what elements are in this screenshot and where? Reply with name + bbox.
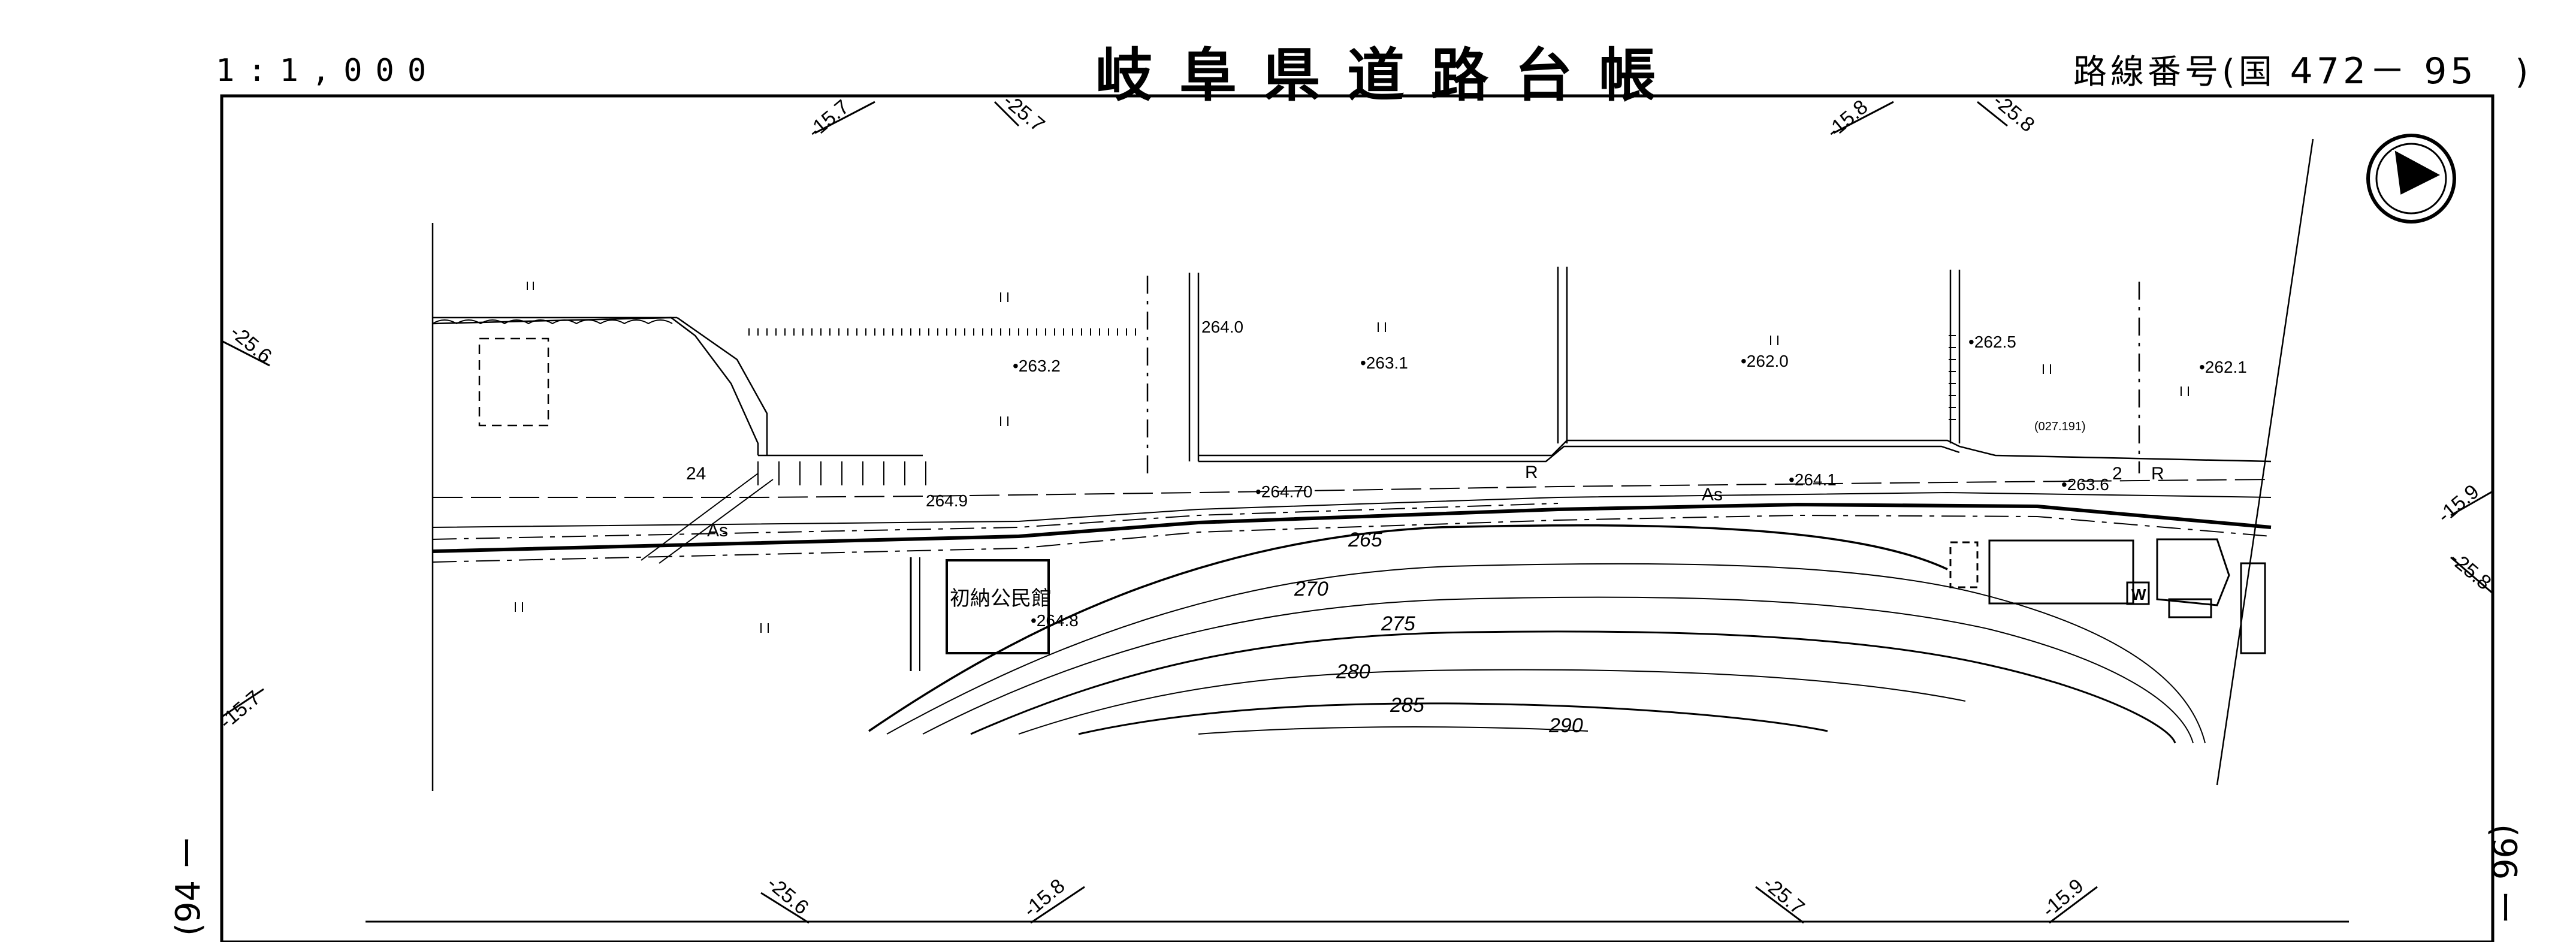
grid-mark-bottom-4: -15.9 — [2038, 874, 2088, 922]
contour-275: 275 — [1381, 612, 1415, 635]
route-close: ) — [2515, 53, 2532, 92]
elevation-264-9: 264.9 — [926, 491, 968, 510]
map-frame — [220, 94, 2495, 942]
r-mark-2: R — [2151, 464, 2164, 484]
page-title: 岐阜県道路台帳 — [1095, 41, 1683, 109]
contour-290: 290 — [1548, 714, 1583, 737]
contour-265: 265 — [1348, 529, 1382, 551]
elevation-263-2: •263.2 — [1013, 357, 1061, 375]
contour-285: 285 — [1390, 694, 1424, 717]
road-prefecture-472 — [432, 473, 2272, 564]
elevation-264-1: •264.1 — [1789, 470, 1837, 489]
lane-count: 2 — [2112, 464, 2122, 484]
elevation-262-0: •262.0 — [1741, 352, 1789, 370]
map-scale: 1:1,000 — [216, 53, 440, 89]
elevation-263-1: •263.1 — [1360, 354, 1408, 372]
field-symbols — [515, 282, 2189, 633]
grid-mark-right-2: -25.8 — [2445, 547, 2496, 594]
survey-area — [431, 138, 2314, 791]
km-post: 24 — [686, 464, 706, 484]
grid-mark-bottom-3: -25.7 — [1759, 872, 1809, 919]
road-labels: As As 24 R R 2 (027.191) — [686, 420, 2164, 541]
building-community-hall — [910, 557, 1050, 671]
fence-ticks — [748, 328, 1956, 485]
route-number-value: 472－ 95 — [2290, 50, 2477, 92]
elevation-points: •263.2 264.0 •263.1 •262.0 •262.5 •262.1… — [926, 318, 2247, 630]
contour-270: 270 — [1294, 578, 1328, 600]
grid-mark-top-1: -15.7 — [804, 95, 854, 143]
elevation-262-1: •262.1 — [2199, 358, 2247, 376]
surface-as-2: As — [1702, 485, 1723, 505]
contour-280: 280 — [1336, 660, 1370, 683]
grid-mark-top-3: -15.8 — [1822, 95, 1873, 143]
grid-ticks — [222, 101, 2493, 924]
north-arrow-icon — [2366, 134, 2456, 224]
building-w-mark: W — [2131, 585, 2146, 603]
elevation-262-5: •262.5 — [1968, 333, 2016, 351]
contour-lines — [868, 524, 2206, 744]
contour-labels: 265 270 275 280 285 290 — [1294, 529, 1583, 737]
buildings-right — [1949, 538, 2266, 654]
elevation-264-70: •264.70 — [1255, 482, 1312, 501]
surface-as-1: As — [707, 521, 728, 541]
route-number: 路線番号(国 472－ 95 ) — [2073, 42, 2532, 94]
route-label: 路線番号(国 — [2073, 53, 2276, 92]
grid-mark-bottom-1: -25.6 — [763, 872, 813, 919]
survey-point: (027.191) — [2034, 420, 2086, 433]
elevation-264-8: •264.8 — [1031, 611, 1079, 630]
grid-mark-left-1: -25.6 — [226, 321, 276, 368]
elevation-263-6: •263.6 — [2061, 475, 2109, 494]
grid-mark-right-1: -15.9 — [2433, 480, 2484, 527]
r-mark-1: R — [1525, 463, 1538, 482]
hall-label: 初納公民館 — [950, 587, 1052, 610]
elevation-264-0: 264.0 — [1201, 318, 1243, 336]
